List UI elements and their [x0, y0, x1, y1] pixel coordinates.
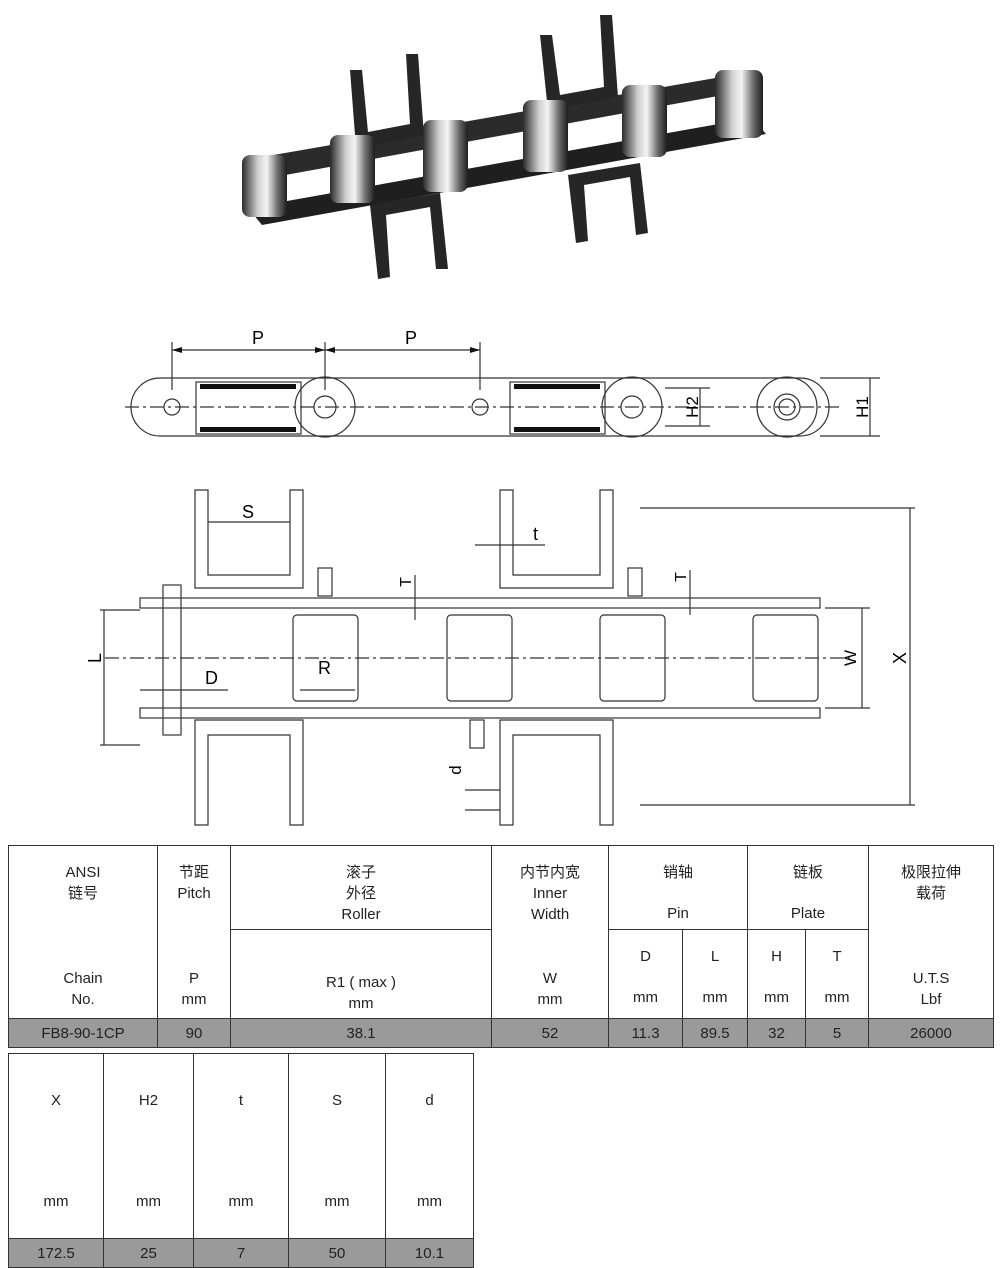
label-r: R — [318, 658, 331, 678]
header-plate: 链板 Plate — [747, 844, 870, 931]
label-d-lower: d — [446, 765, 465, 774]
table-row: FB8-90-1CP 90 38.1 52 11.3 89.5 32 5 260… — [8, 1018, 995, 1048]
label-h2: H2 — [683, 396, 702, 418]
top-view-drawing: S t T T L D R W X d — [85, 489, 915, 826]
spec-table-main: ANSI 链号 Chain No. 节距 Pitch P mm 滚子 外径 Ro… — [8, 844, 995, 1048]
header-inner-width: 内节内宽 Inner Width W mm — [491, 845, 609, 1019]
cell-plate-h: 32 — [747, 1018, 807, 1048]
subheader-r1: R1 ( max )mm — [230, 929, 492, 1019]
label-w: W — [841, 650, 860, 666]
cell-plate-t: 5 — [805, 1018, 870, 1048]
side-view-drawing: P P H2 H1 — [125, 328, 880, 438]
label-t1: T — [398, 577, 415, 587]
chain-illustration — [242, 15, 766, 279]
label-t2: T — [673, 572, 690, 582]
cell-t: 7 — [193, 1238, 289, 1268]
label-t-small: t — [533, 524, 538, 544]
cell-x: 172.5 — [8, 1238, 104, 1268]
attachment-brackets — [350, 15, 648, 279]
cell-s: 50 — [288, 1238, 386, 1268]
chain-rollers — [242, 70, 763, 217]
header-ansi: ANSI 链号 Chain No. — [8, 845, 158, 1019]
cell-pin-d: 11.3 — [608, 1018, 683, 1048]
cell-width: 52 — [491, 1018, 609, 1048]
cell-d: 10.1 — [385, 1238, 474, 1268]
label-h1: H1 — [853, 396, 872, 418]
label-p2: P — [405, 328, 417, 348]
cell-pin-l: 89.5 — [681, 1018, 749, 1048]
cell-chain-no: FB8-90-1CP — [8, 1018, 158, 1048]
cell-uts: 26000 — [868, 1018, 995, 1048]
cell-roller: 38.1 — [230, 1018, 492, 1048]
label-l: L — [85, 653, 105, 663]
header-pitch: 节距 Pitch P mm — [157, 845, 231, 1019]
label-d-upper: D — [205, 668, 218, 688]
label-x: X — [890, 652, 910, 664]
header-uts: 极限拉伸 载荷 U.T.S Lbf — [868, 845, 995, 1019]
header-roller: 滚子 外径 Roller — [230, 844, 492, 931]
cell-pitch: 90 — [157, 1018, 231, 1048]
cell-h2: 25 — [103, 1238, 194, 1268]
table-row: 172.5 25 7 50 10.1 — [8, 1238, 474, 1268]
label-p1: P — [252, 328, 264, 348]
header-pin: 销轴 Pin — [607, 844, 749, 931]
label-s: S — [242, 502, 254, 522]
